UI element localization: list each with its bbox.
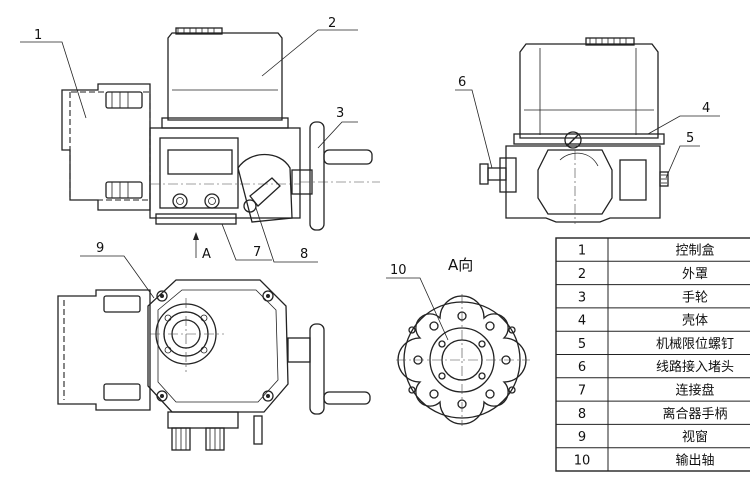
front-bolt-top (105, 91, 143, 109)
part-name: 连接盘 (675, 382, 714, 398)
part-number: 8 (578, 407, 586, 422)
part-number: 6 (578, 360, 586, 375)
front-base-plate (155, 213, 237, 225)
viewa-corner-bolt-4 (262, 390, 274, 402)
side-gland-base (499, 157, 517, 193)
view-a (57, 279, 371, 451)
callout-10: 10 (390, 263, 407, 278)
front-clutch-knob (243, 199, 257, 213)
table-row: 9 视窗 (578, 429, 708, 445)
side-cover-flange (513, 133, 665, 145)
part-name: 外罩 (682, 267, 708, 282)
table-row: 8 离合器手柄 (578, 406, 728, 422)
side-view-screw (564, 131, 582, 149)
side-main-body (505, 145, 661, 223)
viewa-corner-bolt-3 (156, 390, 168, 402)
callout-3: 3 (336, 106, 344, 121)
viewa-handwheel (309, 323, 325, 415)
side-cover-cap (585, 37, 635, 46)
output-shaft-view (396, 294, 530, 426)
front-view (61, 27, 380, 231)
side-output-flange (537, 149, 613, 215)
front-cable-gland-1 (172, 193, 188, 209)
front-cable-gland-2 (204, 193, 220, 209)
part-name: 控制盒 (675, 243, 714, 259)
shaft-flower-flange (397, 295, 527, 425)
part-number: 10 (574, 453, 591, 468)
part-number: 2 (578, 267, 586, 282)
viewa-corner-bolt-1 (156, 290, 168, 302)
callout-7: 7 (253, 245, 261, 260)
front-left-housing (61, 83, 151, 211)
callout-4: 4 (702, 101, 710, 116)
part-number: 4 (578, 314, 586, 329)
callout-5: 5 (686, 131, 694, 146)
viewa-bolt-bottom (103, 383, 141, 401)
viewa-octagon-body (147, 279, 289, 413)
part-name: 离合器手柄 (662, 406, 727, 422)
viewa-bolt-top (103, 295, 141, 313)
part-name: 机械限位螺钉 (656, 337, 734, 352)
front-main-body (149, 127, 301, 219)
part-number: 7 (578, 383, 586, 398)
callouts: 1 2 3 6 4 5 7 8 9 10 A A向 (34, 16, 710, 278)
parts-table: 1 控制盒 2 外罩 3 手轮 4 壳体 5 机械限位螺钉 6 线路接入堵头 7 连接盘 8 离合器手柄 9 视窗… (555, 237, 750, 472)
front-handwheel (309, 121, 325, 231)
side-cable-gland (487, 167, 507, 181)
part-number: 3 (578, 290, 586, 305)
leader-lines (20, 29, 720, 341)
callout-9: 9 (96, 241, 104, 256)
view-a-title: A向 (448, 256, 473, 274)
table-row: 3 手轮 (578, 290, 708, 305)
table-row: 6 线路接入堵头 (578, 359, 734, 375)
front-wheel-grip (323, 149, 373, 165)
front-top-cover (167, 32, 283, 121)
callout-6: 6 (458, 75, 466, 90)
part-number: 5 (578, 337, 586, 352)
callout-2: 2 (328, 16, 336, 31)
table-row: 5 机械限位螺钉 (578, 337, 734, 352)
callout-1: 1 (34, 28, 42, 43)
front-wheel-hub (291, 169, 313, 195)
part-number: 9 (578, 430, 586, 445)
side-view (479, 37, 669, 224)
part-number: 1 (578, 244, 586, 259)
part-name: 手轮 (682, 290, 708, 305)
viewa-bottom-plate (167, 411, 239, 429)
viewa-corner-bolt-2 (262, 290, 274, 302)
view-arrow-label: A (202, 247, 211, 262)
part-name: 线路接入堵头 (656, 359, 734, 375)
callout-8: 8 (300, 247, 308, 262)
viewa-left-housing (57, 289, 151, 411)
viewa-wheel-hub (287, 337, 311, 363)
viewa-clutch-lever (253, 415, 263, 445)
front-gearbox-window (167, 149, 233, 175)
part-name: 输出轴 (675, 452, 714, 468)
table-row: 1 控制盒 (578, 243, 715, 259)
side-limit-screw (659, 171, 669, 187)
side-limit-box (619, 159, 647, 201)
front-bolt-bottom (105, 181, 143, 199)
side-gland-nut (479, 163, 489, 185)
table-row: 2 外罩 (578, 267, 708, 282)
side-top-cover (519, 43, 659, 139)
part-name: 视窗 (682, 429, 708, 445)
table-row: 10 输出轴 (574, 452, 715, 468)
front-connection-box (159, 137, 239, 209)
table-row: 4 壳体 (578, 314, 708, 329)
part-name: 壳体 (682, 314, 708, 329)
front-clutch-housing (237, 154, 293, 223)
viewa-wheel-grip (323, 391, 371, 405)
front-cover-cap (175, 27, 223, 35)
table-row: 7 连接盘 (578, 382, 715, 398)
